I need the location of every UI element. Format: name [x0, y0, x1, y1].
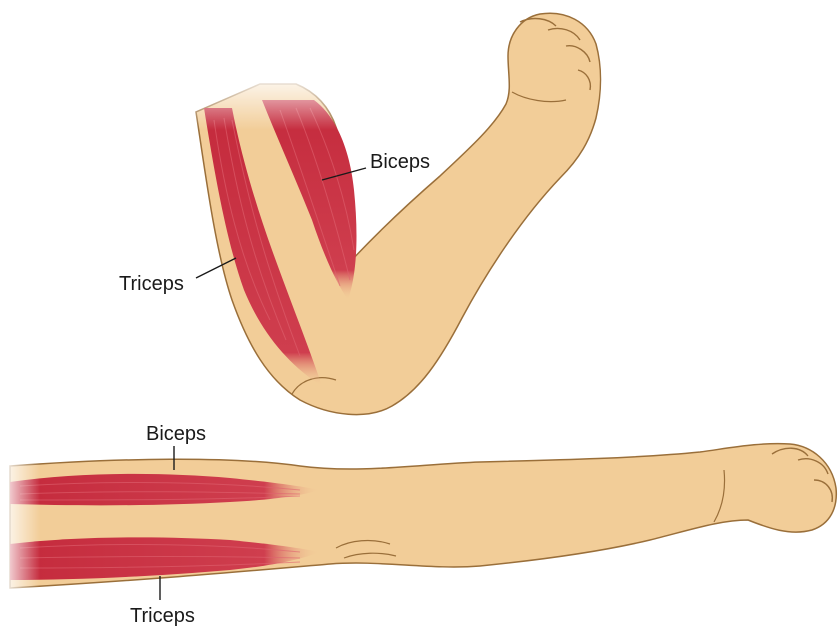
bent-arm-top-fade: [180, 70, 370, 130]
bent-biceps-label: Biceps: [370, 151, 430, 173]
straight-triceps-label: Triceps: [130, 605, 195, 627]
straight-arm-left-fade: [0, 450, 40, 595]
straight-triceps-label-group: Triceps: [130, 576, 195, 627]
straight-biceps-label: Biceps: [146, 423, 206, 445]
bent-triceps-label-group: Triceps: [119, 258, 236, 295]
bent-arm: [180, 13, 601, 414]
straight-arm: [0, 444, 836, 595]
bent-triceps-label: Triceps: [119, 273, 184, 295]
